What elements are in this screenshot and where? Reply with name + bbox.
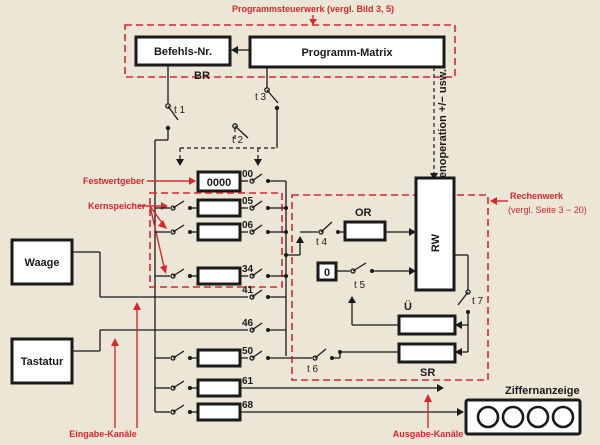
title-programmsteuerwerk: Programmsteuerwerk (vergl. Bild 3, 5) [232, 4, 394, 14]
switch-t5-label: t 5 [354, 280, 366, 291]
festwert-value: 0000 [207, 177, 231, 189]
rw-box [414, 176, 456, 292]
digit-4 [551, 405, 575, 429]
switch-t3-label: t 3 [255, 92, 267, 103]
programm-matrix-box [248, 35, 446, 69]
channel-41: 41 [242, 285, 254, 296]
waage-label: Waage [24, 257, 59, 269]
ziffernanzeige-label: Ziffernanzeige [505, 385, 580, 397]
title-arrow-head [309, 19, 317, 25]
output-row-61: 61 [155, 376, 444, 398]
channel-61: 61 [242, 376, 254, 387]
switch-t4-label: t 4 [316, 237, 328, 248]
switch-t2-label: t 2 [232, 135, 244, 146]
memory-row-05: 05 [155, 196, 286, 218]
festwertgeber-label: Festwertgeber [83, 176, 145, 186]
channel-06: 06 [242, 220, 254, 231]
channel-46: 46 [242, 318, 254, 329]
rechenwerk-frame [291, 194, 489, 381]
zero-label: 0 [324, 267, 330, 279]
waage-box [10, 238, 74, 286]
br-label: BR [194, 70, 210, 82]
channel-05: 05 [242, 196, 254, 207]
memory-row-06: 06 [155, 220, 286, 242]
digit-3 [526, 405, 550, 429]
output-row-68: 68 [155, 400, 464, 422]
channel-row-41: 41 [242, 285, 286, 300]
tastatur-box [10, 337, 74, 385]
sr-label: SR [420, 367, 435, 379]
rechenwerk-ref: (vergl. Seite 3 − 20) [508, 205, 587, 215]
rechenwerk-label: Rechenwerk [510, 191, 564, 201]
programm-matrix-label: Programm-Matrix [301, 47, 393, 59]
channel-00: 00 [242, 169, 254, 180]
u-label: Ü [404, 300, 412, 313]
befehls-nr-box [134, 35, 232, 67]
programmsteuerwerk-frame [124, 24, 456, 78]
digit-1 [476, 405, 500, 429]
channel-34: 34 [242, 264, 254, 275]
eingabe-kanaele-label: Eingabe-Kanäle [69, 429, 137, 439]
befehls-nr-label: Befehls-Nr. [154, 46, 212, 58]
digit-2 [501, 405, 525, 429]
sr-box [397, 342, 457, 364]
or-label: OR [355, 207, 372, 219]
ausgabe-kanaele-label: Ausgabe-Kanäle [393, 429, 464, 439]
tastatur-label: Tastatur [21, 356, 64, 368]
kernspeicher-label: Kernspeicher [88, 201, 146, 211]
or-box [343, 220, 387, 242]
kernspeicher-frame [149, 192, 283, 288]
switch-t6-label: t 6 [307, 364, 319, 375]
channel-68: 68 [242, 400, 254, 411]
channel-row-46: 46 [242, 318, 286, 333]
memory-row-34: 34 [155, 264, 286, 286]
switch-t1-label: t 1 [174, 105, 186, 116]
switch-t7-label: t 7 [472, 296, 484, 307]
u-box [397, 314, 457, 336]
channel-50: 50 [242, 346, 254, 357]
rw-label: RW [430, 233, 442, 252]
output-row-50: 50 [155, 346, 300, 368]
rechenoperation-label: Rechenoperation +/− usw. [437, 69, 449, 205]
